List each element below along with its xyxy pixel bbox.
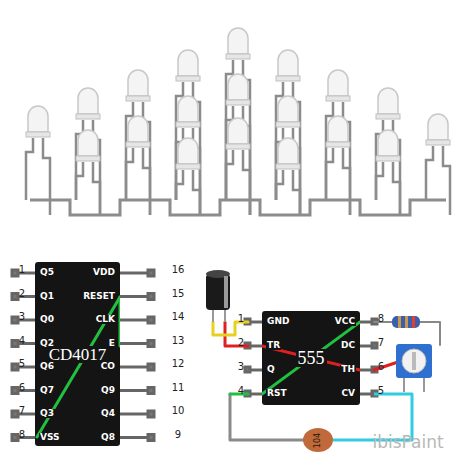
pin-name: RST: [266, 389, 288, 398]
pin-name: Q5: [39, 268, 55, 277]
led: [26, 106, 50, 215]
pin-number: 8: [19, 430, 25, 440]
pin-name: RESET: [82, 292, 116, 301]
pin-number: 8: [378, 314, 384, 324]
pin-name: CLK: [95, 315, 116, 324]
pin-name: Q7: [39, 386, 55, 395]
pin-number: 13: [172, 336, 185, 346]
pin-name: VDD: [92, 268, 116, 277]
led-pyramid: [26, 28, 450, 215]
pin-number: 4: [19, 336, 25, 346]
pin-name: Q9: [100, 386, 116, 395]
led: [276, 50, 300, 215]
pin-number: 1: [19, 265, 25, 275]
chip-name: 555: [296, 349, 327, 367]
pin-name: E: [108, 339, 116, 348]
pin-name: TR: [266, 341, 281, 350]
pin-name: CO: [100, 362, 116, 371]
pin-name: Q0: [39, 315, 55, 324]
led: [176, 138, 200, 215]
pin-name: TH: [340, 365, 356, 374]
pin-number: 6: [378, 362, 384, 372]
pin-number: 2: [238, 338, 244, 348]
pin-name: Q1: [39, 292, 55, 301]
pin-number: 7: [378, 338, 384, 348]
pin-name: VSS: [39, 433, 61, 442]
pin-name: Q8: [100, 433, 116, 442]
electrolytic-capacitor: [206, 270, 230, 322]
pin-number: 9: [175, 430, 181, 440]
led: [76, 88, 100, 215]
pin-name: Q: [266, 365, 276, 374]
chip-name: CD4017: [47, 346, 109, 363]
pin-name: GND: [266, 317, 290, 326]
led: [276, 96, 300, 215]
led: [326, 116, 350, 215]
resistor-symbol: [392, 316, 420, 328]
pin-name: Q3: [39, 409, 55, 418]
pin-number: 5: [378, 386, 384, 396]
pin-number: 16: [172, 265, 185, 275]
pin-name: CV: [340, 389, 356, 398]
led: [176, 50, 200, 215]
pin-number: 15: [172, 289, 185, 299]
led: [226, 74, 250, 215]
led: [126, 116, 150, 215]
pin-number: 3: [238, 362, 244, 372]
pin-number: 14: [172, 312, 185, 322]
pin-number: 3: [19, 312, 25, 322]
ceramic-capacitor: 104: [303, 428, 333, 452]
pin-name: Q4: [100, 409, 116, 418]
led: [326, 70, 350, 215]
led: [126, 70, 150, 215]
led: [226, 28, 250, 215]
pin-number: 6: [19, 383, 25, 393]
pin-number: 7: [19, 406, 25, 416]
pin-name: VCC: [334, 317, 356, 326]
pin-name: Q6: [39, 362, 55, 371]
pin-number: 1: [238, 314, 244, 324]
led: [376, 88, 400, 215]
pin-number: 5: [19, 359, 25, 369]
pin-number: 2: [19, 289, 25, 299]
capacitor-value: 104: [314, 432, 323, 447]
potentiometer: [396, 344, 432, 392]
pin-number: 11: [172, 383, 185, 393]
pin-number: 4: [238, 386, 244, 396]
pin-name: DC: [340, 341, 356, 350]
led: [276, 138, 300, 215]
led: [376, 130, 400, 215]
led: [426, 114, 450, 215]
ic-chip: CD4017: [35, 262, 120, 446]
led: [176, 96, 200, 215]
pin-name: Q2: [39, 339, 55, 348]
led-wire: [30, 200, 446, 215]
led: [226, 118, 250, 215]
watermark: ibisPaint: [372, 434, 443, 451]
pin-number: 12: [172, 359, 185, 369]
pin-number: 10: [172, 406, 185, 416]
led: [76, 130, 100, 215]
